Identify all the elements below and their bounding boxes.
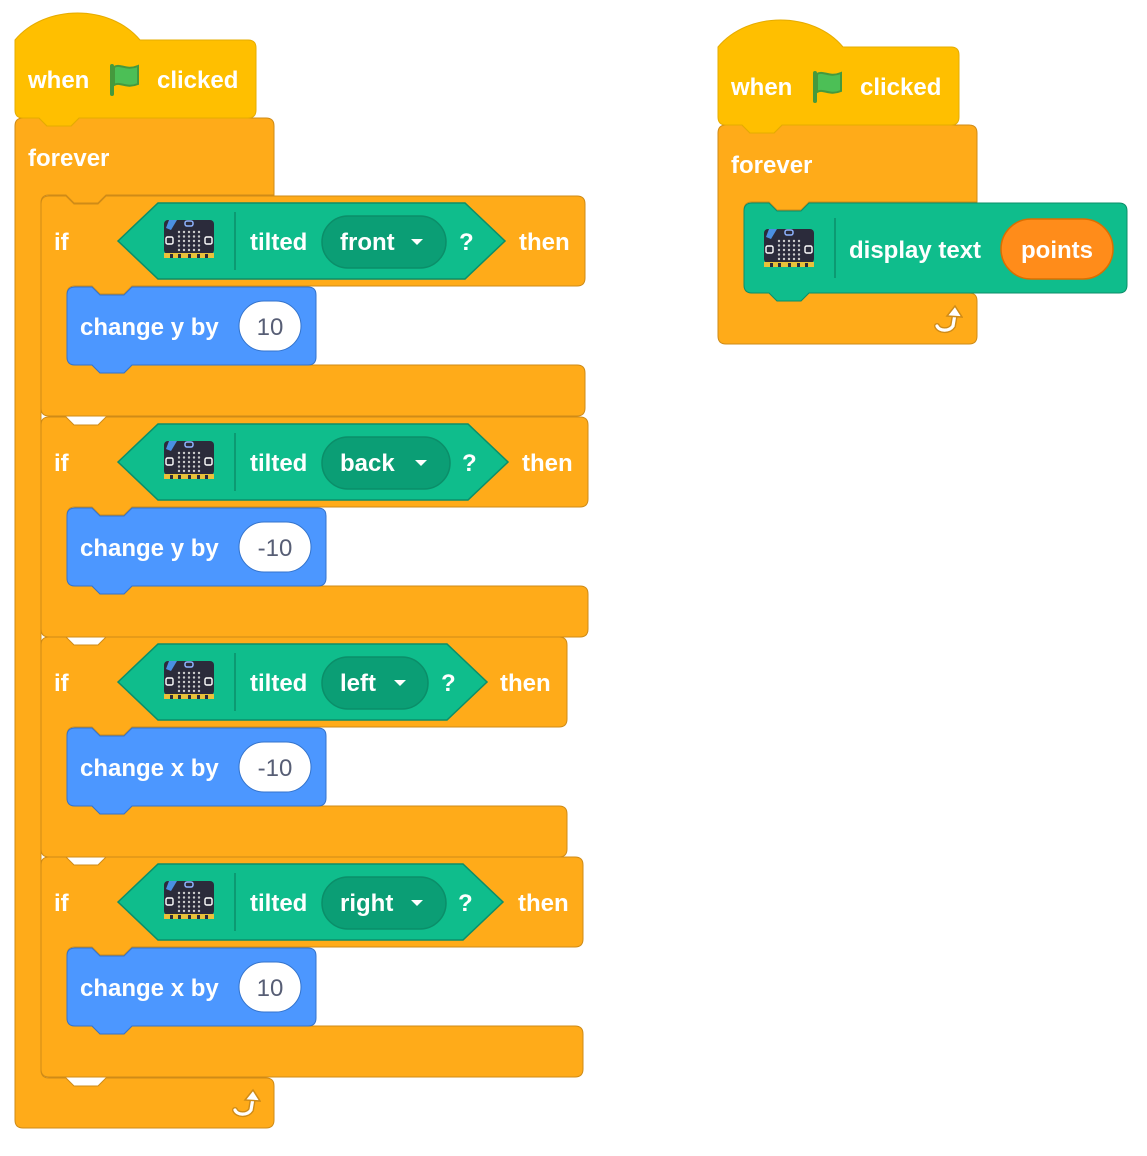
- when-label: when: [730, 74, 792, 101]
- tilted-label: tilted: [250, 450, 307, 477]
- variable-name: points: [1021, 237, 1093, 264]
- microbit-icon: [163, 440, 215, 480]
- change-x-block[interactable]: change x by 10: [66, 947, 317, 1035]
- value-input[interactable]: [238, 300, 302, 352]
- direction-dropdown[interactable]: front: [321, 215, 447, 269]
- value-text: -10: [258, 535, 293, 562]
- script-left[interactable]: forever when clicked if tilted front: [14, 12, 589, 1129]
- points-variable-reporter[interactable]: points: [1000, 218, 1114, 280]
- change-label: change x by: [80, 755, 219, 782]
- tilted-front-reporter[interactable]: tilted front ?: [116, 202, 507, 280]
- tilted-back-reporter[interactable]: tilted back ?: [116, 423, 510, 501]
- value-input[interactable]: [238, 521, 312, 573]
- tilted-right-reporter[interactable]: tilted right ?: [116, 863, 505, 941]
- when-flag-clicked-hat[interactable]: when clicked: [717, 19, 960, 134]
- then-label: then: [500, 670, 551, 697]
- display-text-label: display text: [849, 237, 981, 264]
- direction-dropdown[interactable]: left: [321, 656, 429, 710]
- when-flag-clicked-hat[interactable]: when clicked: [14, 12, 257, 127]
- if-block-front[interactable]: if tilted front ? then change y by 10: [40, 195, 586, 417]
- question-mark: ?: [459, 229, 474, 256]
- direction-value: front: [340, 229, 395, 256]
- if-label: if: [54, 450, 70, 477]
- question-mark: ?: [462, 450, 477, 477]
- when-label: when: [27, 67, 89, 94]
- microbit-icon: [163, 880, 215, 920]
- change-label: change y by: [80, 535, 219, 562]
- display-text-block[interactable]: display text points: [743, 202, 1128, 302]
- forever-label: forever: [731, 152, 812, 179]
- change-y-block[interactable]: change y by 10: [66, 286, 317, 374]
- direction-value: back: [340, 450, 395, 477]
- if-block-left[interactable]: if tilted left ? then change x by -10: [40, 636, 568, 858]
- if-label: if: [54, 229, 70, 256]
- script-right[interactable]: forever when clicked display text points: [717, 19, 1128, 345]
- change-x-block[interactable]: change x by -10: [66, 727, 327, 815]
- clicked-label: clicked: [157, 67, 238, 94]
- forever-label: forever: [28, 145, 109, 172]
- change-label: change x by: [80, 975, 219, 1002]
- then-label: then: [519, 229, 570, 256]
- direction-dropdown[interactable]: right: [321, 876, 447, 930]
- direction-dropdown[interactable]: back: [321, 436, 451, 490]
- value-text: 10: [257, 975, 284, 1002]
- value-text: 10: [257, 314, 284, 341]
- if-block-back[interactable]: if tilted back ? then change y by -10: [40, 416, 589, 638]
- microbit-icon: [163, 219, 215, 259]
- direction-value: left: [340, 670, 376, 697]
- forever-block[interactable]: forever: [717, 124, 978, 345]
- change-y-block[interactable]: change y by -10: [66, 507, 327, 595]
- then-label: then: [518, 890, 569, 917]
- if-label: if: [54, 890, 70, 917]
- question-mark: ?: [458, 890, 473, 917]
- value-input[interactable]: [238, 961, 302, 1013]
- then-label: then: [522, 450, 573, 477]
- tilted-label: tilted: [250, 229, 307, 256]
- value-text: -10: [258, 755, 293, 782]
- value-input[interactable]: [238, 741, 312, 793]
- clicked-label: clicked: [860, 74, 941, 101]
- microbit-icon: [763, 228, 815, 268]
- tilted-label: tilted: [250, 890, 307, 917]
- tilted-label: tilted: [250, 670, 307, 697]
- question-mark: ?: [441, 670, 456, 697]
- if-block-right[interactable]: if tilted right ? then change x by 10: [40, 856, 584, 1078]
- change-label: change y by: [80, 314, 219, 341]
- microbit-icon: [163, 660, 215, 700]
- tilted-left-reporter[interactable]: tilted left ?: [116, 643, 489, 721]
- direction-value: right: [340, 890, 393, 917]
- if-label: if: [54, 670, 70, 697]
